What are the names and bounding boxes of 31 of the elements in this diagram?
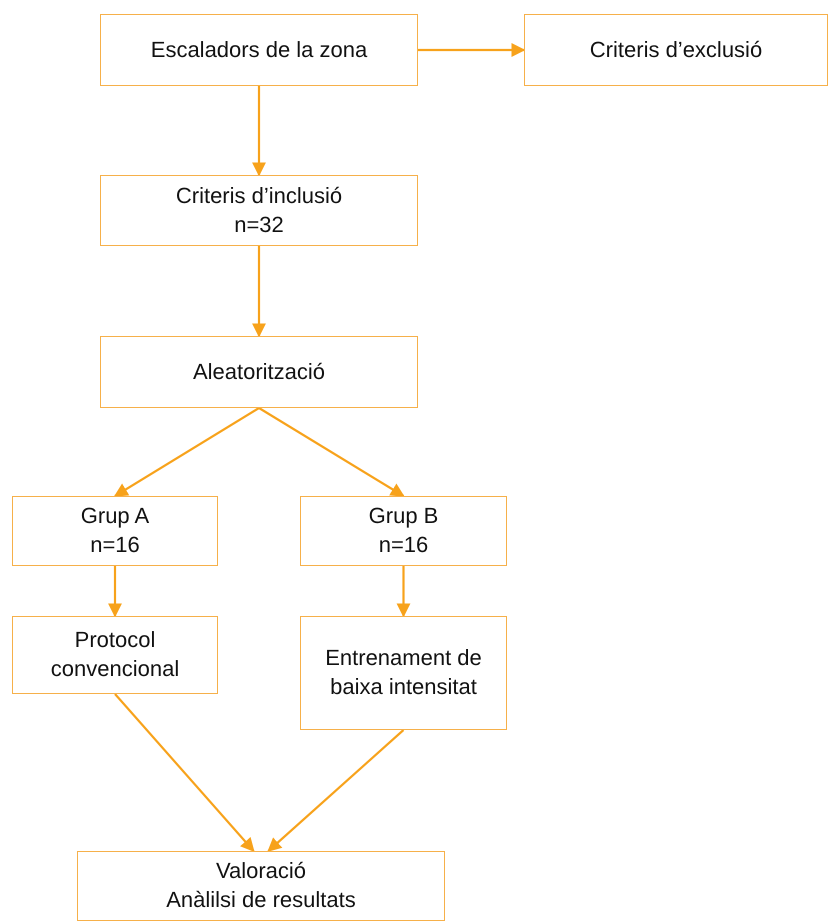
arrow xyxy=(252,86,266,176)
arrow xyxy=(396,566,410,618)
process-box xyxy=(524,14,828,86)
arrow xyxy=(114,693,255,852)
process-box xyxy=(100,14,418,86)
arrow xyxy=(114,407,260,497)
process-box xyxy=(100,175,418,246)
box-text: Valoració xyxy=(216,857,306,886)
arrow xyxy=(108,566,122,618)
box-text: n=32 xyxy=(234,210,284,238)
process-box xyxy=(300,616,507,730)
box-text: Anàlilsi de resultats xyxy=(166,886,356,914)
box-text: Entrenament de baixa intensitat xyxy=(324,644,483,701)
process-box xyxy=(12,496,218,566)
box-text: n=16 xyxy=(90,531,140,559)
box-text: Escaladors de la zona xyxy=(150,36,368,64)
box-text: n=16 xyxy=(378,531,428,559)
arrow xyxy=(258,407,405,497)
arrow xyxy=(418,43,526,57)
arrow xyxy=(252,246,266,338)
box-text: Aleatorització xyxy=(192,358,326,386)
box-text: Grup A xyxy=(80,502,150,530)
arrow xyxy=(267,729,404,852)
box-text: Criteris d’inclusió xyxy=(176,182,342,210)
box-text: Protocol convencional xyxy=(50,626,180,683)
box-text: Criteris d’exclusió xyxy=(590,36,762,64)
process-box xyxy=(300,496,507,566)
process-box xyxy=(12,616,218,694)
process-box xyxy=(100,336,418,408)
process-box xyxy=(77,851,445,921)
box-text: Grup B xyxy=(368,502,438,530)
